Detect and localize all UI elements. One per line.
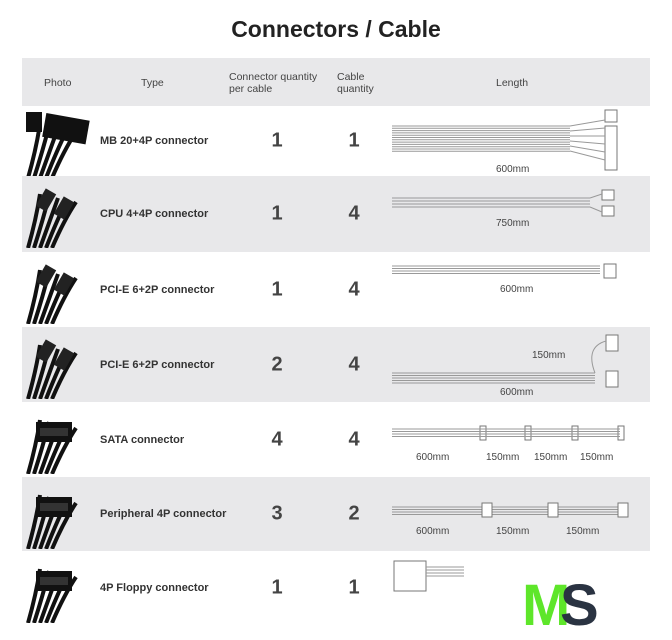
cable-length-diagram: 600mm 150mm 150mm <box>392 502 629 537</box>
connector-photo <box>26 264 78 324</box>
cable-quantity: 1 <box>348 576 360 599</box>
length-label: 150mm <box>566 526 599 537</box>
connector-photo <box>26 419 78 474</box>
connector-photo <box>26 568 78 623</box>
cable-quantity: 4 <box>348 278 360 300</box>
connectors-per-cable: 1 <box>271 278 283 300</box>
table-row: PCI-E 6+2P connector 1 4 600mm <box>22 252 650 327</box>
table-row: Peripheral 4P connector 3 2 600mm 150mm 150… <box>22 477 650 551</box>
connector-type: SATA connector <box>100 433 185 446</box>
connector-type: CPU 4+4P connector <box>100 208 209 220</box>
cable-quantity: 4 <box>348 202 360 225</box>
table-row: 4P Floppy connector 1 1 <box>22 551 650 625</box>
connectors-per-cable: 1 <box>271 202 283 225</box>
connector-type: Peripheral 4P connector <box>100 508 227 520</box>
connectors-per-cable: 1 <box>271 129 283 152</box>
cable-quantity: 2 <box>348 502 360 525</box>
length-label: 150mm <box>496 526 529 537</box>
svg-text:S: S <box>560 573 599 633</box>
cable-length-diagram: 150mm 600mm <box>392 334 619 398</box>
connector-photo <box>26 112 90 178</box>
table-row: CPU 4+4P connector 1 4 750mm <box>22 176 650 252</box>
ms-logo: M S <box>522 573 599 633</box>
cable-quantity: 4 <box>348 353 360 375</box>
header-photo: Photo <box>44 77 72 89</box>
cable-quantity: 4 <box>348 428 360 450</box>
table-row: SATA connector 4 4 600mm 150mm 150mm 150mm <box>22 402 650 477</box>
length-label: 150mm <box>532 350 565 361</box>
table-row: PCI-E 6+2P connector 2 4 150mm 600mm <box>22 327 650 402</box>
cable-length-diagram: 600mm <box>392 109 618 175</box>
connector-type: PCI-E 6+2P connector <box>100 283 215 296</box>
cable-length-diagram: 600mm 150mm 150mm 150mm <box>392 425 625 463</box>
connectors-per-cable: 4 <box>271 428 283 450</box>
cable-quantity: 1 <box>348 129 360 152</box>
connectors-per-cable: 1 <box>271 576 283 599</box>
header-length: Length <box>496 77 529 89</box>
connector-photo <box>26 188 78 248</box>
header-qty-line2: per cable <box>229 83 273 95</box>
cable-length-diagram: 750mm <box>392 189 615 229</box>
cable-length-diagram <box>393 560 464 592</box>
length-label: 150mm <box>580 452 613 463</box>
connector-photo <box>26 339 78 399</box>
length-label: 600mm <box>496 164 529 175</box>
connector-photo <box>26 494 78 549</box>
header-cable-line2: quantity <box>337 83 374 95</box>
header-qty-line1: Connector quantity <box>229 71 318 83</box>
header-cable-line1: Cable <box>337 71 365 83</box>
length-label: 150mm <box>486 452 519 463</box>
length-label: 150mm <box>534 452 567 463</box>
connector-type: MB 20+4P connector <box>100 135 209 147</box>
connectors-per-cable: 2 <box>271 353 283 375</box>
length-label: 600mm <box>416 452 449 463</box>
connector-type: 4P Floppy connector <box>100 582 209 594</box>
cable-length-diagram: 600mm <box>392 263 617 295</box>
page-title: Connectors / Cable <box>231 16 441 42</box>
length-label: 600mm <box>416 526 449 537</box>
length-label: 750mm <box>496 218 529 229</box>
header-type: Type <box>141 77 164 89</box>
length-label: 600mm <box>500 284 533 295</box>
connectors-per-cable: 3 <box>271 502 283 525</box>
connector-type: PCI-E 6+2P connector <box>100 358 215 371</box>
table-row: MB 20+4P connector 1 1 600mm <box>22 106 650 178</box>
length-label: 600mm <box>500 387 533 398</box>
